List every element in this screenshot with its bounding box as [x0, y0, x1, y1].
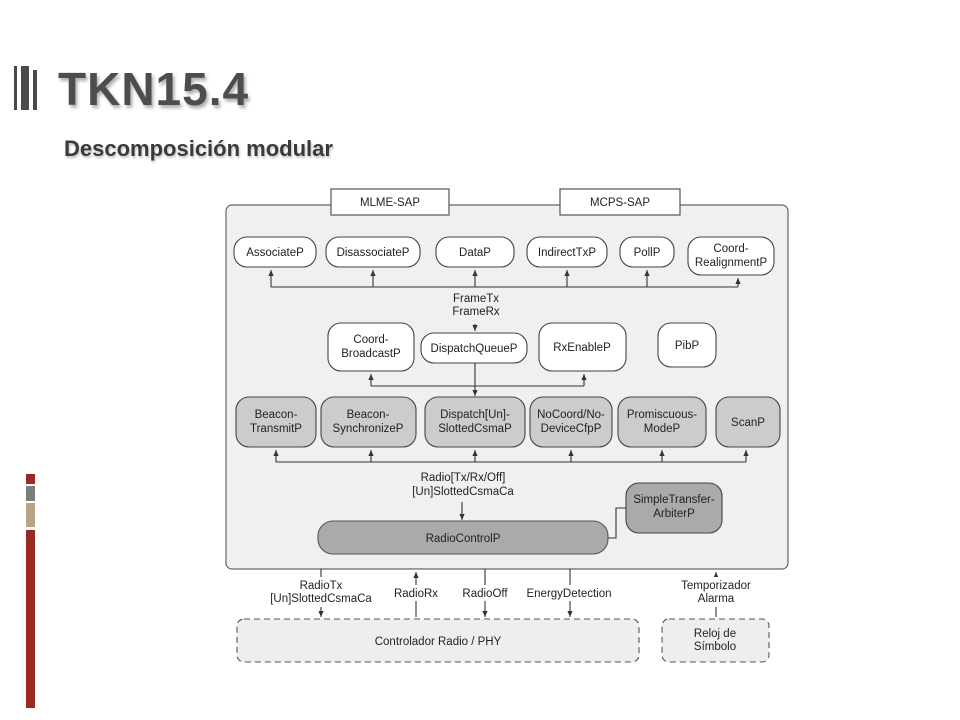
- phy-box: Controlador Radio / PHY: [236, 618, 640, 663]
- phy-label: Controlador Radio / PHY: [375, 636, 502, 648]
- dispatch-csma-module: Dispatch[Un]-SlottedCsmaP: [424, 396, 526, 448]
- coord-realignment-label: Coord-RealignmentP: [695, 243, 768, 269]
- energy-bg: [520, 585, 618, 601]
- mlme-sap-box: MLME-SAP: [330, 188, 450, 216]
- side-bar-red-long: [26, 530, 35, 708]
- pib-module: PibP: [657, 322, 717, 368]
- coord-realignment-module: Coord-RealignmentP: [687, 236, 775, 276]
- beacon-synchronize-label: Beacon-SynchronizeP: [333, 409, 404, 435]
- timer-bg: [674, 577, 760, 607]
- beacon-synchronize-module: Beacon-SynchronizeP: [320, 396, 417, 448]
- beacon-transmit-module: Beacon-TransmitP: [235, 396, 317, 448]
- radio-tx-bg: [262, 577, 380, 607]
- arbiter-module: SimpleTransfer-ArbiterP: [625, 482, 723, 534]
- promiscuous-module: Promiscuous-ModeP: [617, 396, 707, 448]
- side-bar-red-small: [26, 474, 35, 484]
- middle-row-connectors: [368, 363, 587, 396]
- title-bar-mid: [21, 66, 29, 110]
- radio-label-bg: [405, 466, 521, 500]
- radio-off-bg: [458, 585, 512, 601]
- scan-label: ScanP: [731, 417, 765, 429]
- radio-control-module: RadioControlP: [317, 520, 609, 555]
- poll-label: PollP: [634, 247, 661, 259]
- title-bar-right: [33, 70, 37, 110]
- indirect-tx-module: IndirectTxP: [526, 236, 608, 268]
- radio-off-label: RadioOff: [462, 588, 508, 600]
- rx-enable-label: RxEnableP: [553, 342, 611, 354]
- coord-broadcast-module: Coord-BroadcastP: [327, 322, 415, 372]
- pib-label: PibP: [675, 340, 700, 352]
- nocoord-label: NoCoord/No-DeviceCfpP: [537, 409, 605, 435]
- radio-tx-label: RadioTx[Un]SlottedCsmaCa: [270, 580, 372, 605]
- slide-subtitle: Descomposición modular: [64, 136, 333, 161]
- bottom-connectors: [318, 569, 719, 617]
- dispatch-queue-module: DispatchQueueP: [420, 332, 528, 364]
- arbiter-label: SimpleTransfer-ArbiterP: [633, 494, 715, 520]
- radio-label: Radio[Tx/Rx/Off][Un]SlottedCsmaCa: [412, 472, 514, 498]
- mcps-sap-box: MCPS-SAP: [559, 188, 681, 216]
- top-row-connectors: [268, 270, 741, 331]
- slide-title: TKN15.4: [58, 63, 250, 115]
- radio-control-label: RadioControlP: [426, 533, 501, 545]
- mcps-sap-label: MCPS-SAP: [590, 197, 650, 209]
- coord-broadcast-label: Coord-BroadcastP: [341, 334, 401, 360]
- rx-enable-module: RxEnableP: [538, 322, 627, 372]
- energy-label: EnergyDetection: [526, 588, 611, 600]
- mac-panel: [225, 204, 789, 570]
- indirect-tx-label: IndirectTxP: [538, 247, 596, 259]
- mlme-sap-label: MLME-SAP: [360, 197, 420, 209]
- frame-label-bg: [446, 290, 506, 320]
- poll-module: PollP: [619, 236, 675, 268]
- promiscuous-label: Promiscuous-ModeP: [627, 409, 697, 435]
- csma-row-connectors: [273, 450, 749, 520]
- radio-rx-bg: [390, 585, 442, 601]
- arbiter-connector: [608, 507, 626, 539]
- nocoord-module: NoCoord/No-DeviceCfpP: [529, 396, 613, 448]
- associate-module: AssociateP: [233, 236, 317, 268]
- disassociate-label: DisassociateP: [337, 247, 410, 259]
- scan-module: ScanP: [715, 396, 781, 448]
- beacon-transmit-label: Beacon-TransmitP: [250, 409, 302, 435]
- dispatch-csma-label: Dispatch[Un]-SlottedCsmaP: [438, 409, 512, 435]
- side-bar-gray: [26, 486, 35, 501]
- title-bar-left: [14, 66, 17, 110]
- data-module: DataP: [435, 236, 515, 268]
- radio-rx-label: RadioRx: [394, 588, 438, 600]
- associate-label: AssociateP: [246, 247, 304, 259]
- disassociate-module: DisassociateP: [325, 236, 421, 268]
- dispatch-queue-label: DispatchQueueP: [431, 343, 518, 355]
- side-bar-tan: [26, 503, 35, 527]
- data-label: DataP: [459, 247, 491, 259]
